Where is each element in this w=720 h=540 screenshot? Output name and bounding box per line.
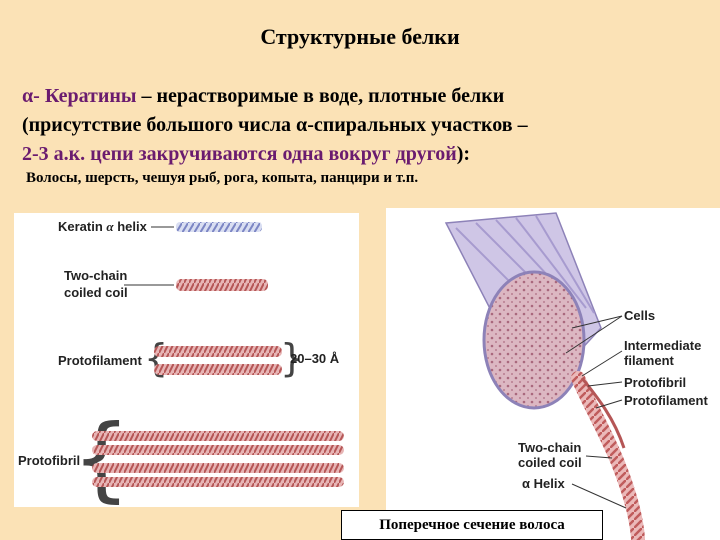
- keratin-helix-label: Keratin α helix: [58, 219, 147, 235]
- protofilament-bracket-right: }: [280, 336, 304, 380]
- cells-label: Cells: [624, 308, 656, 323]
- intro-line-1: α- Кератины – нерастворимые в воде, плот…: [22, 82, 712, 111]
- two-chain-leader: [585, 455, 613, 459]
- hair-cross-section-figure: Cells Intermediate filament Protofibril …: [386, 208, 720, 540]
- cells-leader-1: [571, 315, 623, 329]
- protofilament-coil-1: [154, 346, 282, 357]
- keratins-term: α- Кератины: [22, 85, 137, 107]
- intro-line-2: (присутствие большого числа α-спиральных…: [22, 114, 528, 136]
- protofibril-coil-2: [92, 445, 344, 455]
- intermediate-filament-label-2: filament: [624, 353, 674, 368]
- intermediate-filament-label-1: Intermediate: [624, 338, 702, 353]
- cells-leader-2: [565, 315, 623, 354]
- two-chain-coil: [176, 279, 268, 291]
- alpha-helix-right-label: α Helix: [522, 476, 565, 491]
- page-title: Структурные белки: [260, 24, 460, 49]
- chains-phrase: 2-3 а.к. цепи закручиваются одна вокруг …: [22, 143, 457, 165]
- unraveling-fibril: [571, 371, 645, 540]
- keratin-word: Keratin: [58, 219, 107, 234]
- intro-line-3-end: ):: [456, 143, 471, 165]
- protofilament-size-label: 20–30 Å: [290, 351, 340, 366]
- helix-word: helix: [113, 219, 147, 234]
- protofibril-bracket: {: [72, 405, 131, 507]
- protofibril-leader: [587, 381, 623, 387]
- protofibril-right-label: Protofibril: [624, 375, 687, 390]
- two-chain-right-label-1: Two-chain: [518, 440, 582, 455]
- keratin-structure-figure: { } { Keratin α helix Two-chain coiled c…: [14, 213, 359, 507]
- thin-filament: [580, 377, 626, 449]
- examples-text: Волосы, шерсть, чешуя рыб, рога, копыта,…: [26, 170, 419, 186]
- hair-cross-section-caption: Поперечное сечение волоса: [341, 510, 603, 540]
- two-chain-label-2: coiled coil: [64, 285, 128, 300]
- intro-paragraph: α- Кератины – нерастворимые в воде, плот…: [22, 82, 712, 169]
- protofibril-coil-4: [92, 477, 344, 487]
- two-chain-right-label-2: coiled coil: [518, 455, 582, 470]
- intermediate-leader: [581, 350, 623, 377]
- protofilament-coil-2: [154, 364, 282, 375]
- protofilament-right-label: Protofilament: [624, 393, 708, 408]
- protofibril-coil-3: [92, 463, 344, 473]
- intro-line-1-text: – нерастворимые в воде, плотные белки: [136, 85, 505, 107]
- alpha-symbol: α: [106, 219, 114, 234]
- protofilament-leader: [595, 399, 623, 409]
- hair-structure-drawing: [444, 212, 645, 540]
- alpha-helix-leader: [571, 483, 627, 509]
- cortex-cross-section: [482, 270, 586, 410]
- keratin-alpha-helix: [176, 222, 262, 232]
- hair-fibers: [455, 215, 595, 319]
- intro-line-3: 2-3 а.к. цепи закручиваются одна вокруг …: [22, 140, 712, 169]
- protofilament-label: Protofilament: [58, 353, 142, 368]
- two-chain-label-1: Two-chain: [64, 268, 128, 283]
- protofibril-label: Protofibril: [18, 453, 81, 468]
- protofibril-coil-1: [92, 431, 344, 441]
- keratin-structure-drawing: { } {: [72, 222, 344, 507]
